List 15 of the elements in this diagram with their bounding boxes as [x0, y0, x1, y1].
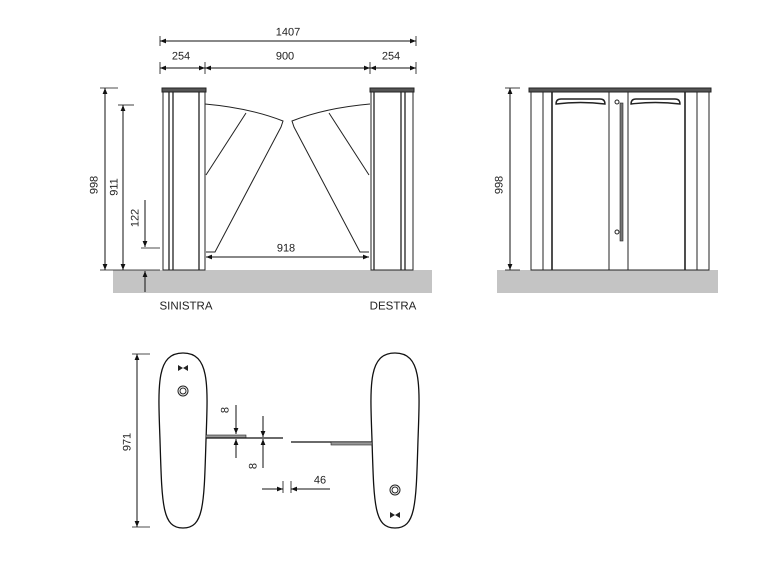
dimension-label: 8 [248, 462, 260, 470]
dimension-label: 254 [172, 52, 190, 62]
dimension-label: 900 [276, 52, 294, 62]
dimension-label: 8 [220, 406, 232, 414]
dimension-label: 918 [276, 244, 296, 254]
dimension-label: 971 [122, 432, 134, 452]
dimension-label: 1407 [276, 28, 300, 38]
dimension-label: 998 [90, 176, 100, 194]
dimension-label: 998 [494, 176, 506, 194]
dimension-label: 911 [110, 178, 120, 196]
side-label: SINISTRA [159, 301, 213, 313]
side-label: DESTRA [370, 301, 416, 313]
dimension-label: 46 [314, 476, 326, 486]
dimension-label: 122 [130, 208, 142, 228]
dimension-label: 254 [382, 52, 400, 62]
